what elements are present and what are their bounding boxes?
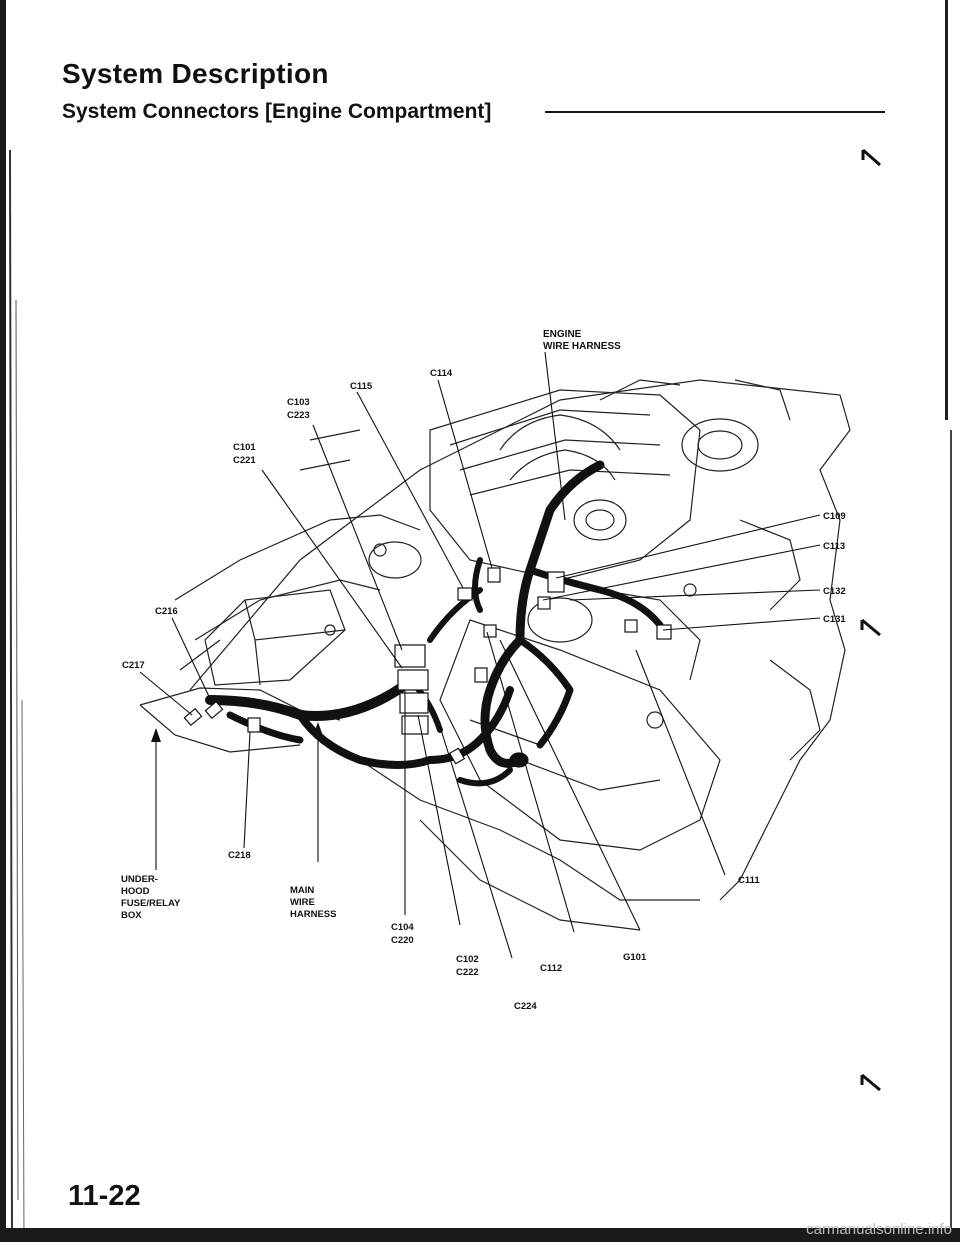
label-engine-harness-1: ENGINE [543, 329, 582, 340]
binding-edge-left [0, 0, 6, 1242]
wire-harnesses [205, 460, 664, 787]
connector-c132 [624, 619, 638, 633]
label-underhood-3: FUSE/RELAY [121, 898, 181, 909]
connector-c218 [247, 717, 261, 733]
label-c131: C131 [823, 614, 846, 625]
connector-c113 [537, 596, 551, 610]
corner-mark-1 [861, 148, 881, 167]
corner-mark-2 [860, 618, 881, 637]
label-c221: C221 [233, 455, 256, 466]
bottom-edge-bar [0, 1228, 960, 1242]
connectors [183, 567, 672, 768]
watermark: carmanualsonline.info [806, 1221, 952, 1238]
label-c217: C217 [122, 660, 145, 671]
diagram-labels: ENGINE WIRE HARNESS C114 C115 C103 C223 … [121, 329, 846, 1012]
label-underhood-4: BOX [121, 910, 142, 921]
label-c111: C111 [738, 875, 760, 886]
label-c218: C218 [228, 850, 251, 861]
binding-edge-right-bottom [950, 430, 952, 1230]
binding-edge-right-top [945, 0, 948, 420]
leader-arrowheads [151, 722, 323, 742]
label-underhood-1: UNDER- [121, 874, 158, 885]
label-c222: C222 [456, 967, 479, 978]
label-c223: C223 [287, 410, 310, 421]
label-c220: C220 [391, 935, 414, 946]
page-title: System Description [62, 58, 329, 89]
label-underhood-2: HOOD [121, 886, 150, 897]
binding-line-2 [15, 299, 19, 1201]
connector-stack-4 [401, 715, 429, 735]
connector-stack-1 [394, 644, 426, 668]
connector-c131 [656, 624, 672, 640]
label-c102: C102 [456, 954, 479, 965]
label-c109: C109 [823, 511, 846, 522]
connector-c102 [448, 747, 466, 765]
binding-line-1 [9, 149, 13, 1242]
label-c104: C104 [391, 922, 414, 933]
connector-c224 [474, 667, 488, 683]
label-g101: G101 [623, 952, 647, 963]
label-c216: C216 [155, 606, 178, 617]
section-subtitle: System Connectors [Engine Compartment] [62, 100, 492, 123]
label-c115: C115 [350, 381, 373, 392]
leader-lines [139, 351, 821, 959]
connector-c114 [487, 567, 501, 583]
label-c114: C114 [430, 368, 453, 379]
label-c101: C101 [233, 442, 256, 453]
label-engine-harness-2: WIRE HARNESS [543, 341, 621, 352]
corner-mark-3 [860, 1073, 881, 1092]
label-c132: C132 [823, 586, 846, 597]
label-c224: C224 [514, 1001, 537, 1012]
connector-c109 [547, 571, 565, 593]
binding-line-3 [21, 699, 25, 1242]
engine-compartment-outline [139, 379, 851, 931]
label-c103: C103 [287, 397, 310, 408]
connector-c216 [204, 700, 224, 720]
connector-c115 [457, 587, 473, 601]
connector-stack-3 [399, 692, 429, 714]
connector-c112 [483, 624, 497, 638]
connector-stack-2 [397, 669, 429, 691]
label-main-harness-1: MAIN [290, 885, 314, 896]
label-main-harness-3: HARNESS [290, 909, 336, 920]
label-c113: C113 [823, 541, 845, 552]
page-number: 11-22 [68, 1180, 141, 1212]
label-c112: C112 [540, 963, 562, 974]
label-main-harness-2: WIRE [290, 897, 315, 908]
